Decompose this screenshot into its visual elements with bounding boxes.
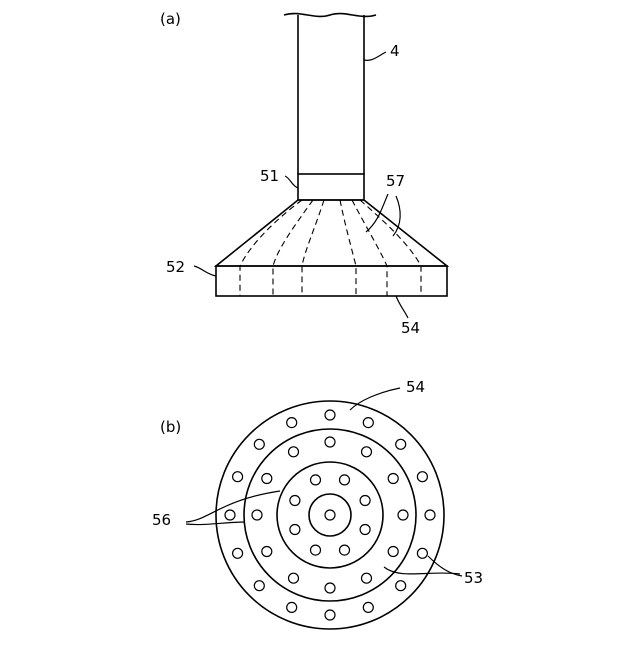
pipe-label: 4 — [390, 42, 400, 60]
hole — [254, 439, 264, 449]
hole — [363, 602, 373, 612]
hole — [233, 548, 243, 558]
hole — [360, 496, 370, 506]
base — [216, 266, 447, 296]
bottom-face-a-leader — [396, 296, 408, 318]
hole — [340, 475, 350, 485]
panel-a-label: (a) — [160, 10, 181, 28]
hole — [289, 447, 299, 457]
hole — [290, 525, 300, 535]
hole — [362, 573, 372, 583]
hole — [289, 573, 299, 583]
hole — [262, 474, 272, 484]
hole — [262, 547, 272, 557]
hole — [363, 418, 373, 428]
panel-b: (b) 54 56 53 — [152, 378, 483, 629]
panel-a: (a) 4 51 52 57 5 — [160, 10, 447, 337]
hole — [287, 602, 297, 612]
hole — [233, 472, 243, 482]
hole — [388, 474, 398, 484]
hole — [325, 610, 335, 620]
hole — [388, 547, 398, 557]
hole — [425, 510, 435, 520]
base-leader — [194, 266, 216, 276]
bottom-face-a-label: 54 — [401, 319, 420, 337]
hole — [417, 548, 427, 558]
rings-label: 56 — [152, 511, 171, 529]
bottom-face-b-label: 54 — [406, 378, 425, 396]
holes — [225, 410, 435, 620]
hole — [287, 418, 297, 428]
hole — [252, 510, 262, 520]
hole — [417, 472, 427, 482]
hole — [340, 545, 350, 555]
hole — [325, 437, 335, 447]
hole — [360, 525, 370, 535]
hole — [311, 545, 321, 555]
hole — [311, 475, 321, 485]
hole — [396, 581, 406, 591]
center-hole — [325, 510, 335, 520]
neck-leader — [285, 176, 298, 188]
base-label: 52 — [166, 258, 185, 276]
pipe-leader — [364, 52, 386, 60]
hole — [225, 510, 235, 520]
channels-leader-1 — [366, 194, 388, 232]
hole — [396, 439, 406, 449]
neck-label: 51 — [260, 167, 279, 185]
pipe — [284, 14, 376, 174]
hole — [398, 510, 408, 520]
holes-label: 53 — [464, 569, 483, 587]
bottom-face-b-leader — [350, 388, 400, 410]
hole — [325, 583, 335, 593]
hole — [290, 496, 300, 506]
channels-leader-2 — [393, 196, 400, 236]
channels — [240, 200, 421, 296]
hole — [362, 447, 372, 457]
hole — [254, 581, 264, 591]
channels-label: 57 — [386, 172, 405, 190]
cone — [216, 200, 447, 266]
panel-b-label: (b) — [160, 418, 181, 436]
hole — [325, 410, 335, 420]
neck — [298, 174, 364, 200]
